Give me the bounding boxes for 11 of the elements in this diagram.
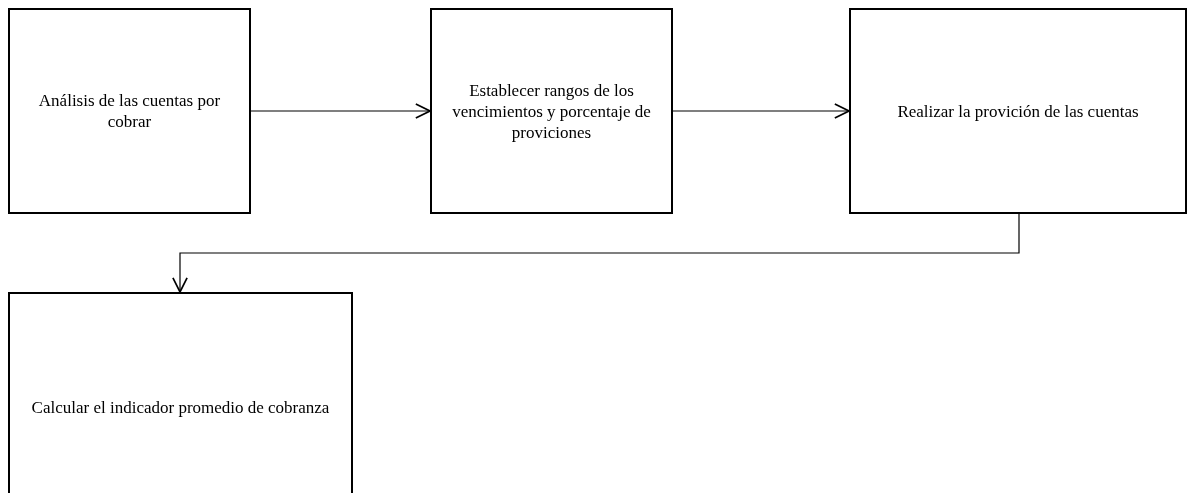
- process-box: [849, 8, 1187, 214]
- process-box: [430, 8, 673, 214]
- step-text: Establecer rangos de los vencimientos y porcentaje de proviciones: [451, 79, 652, 143]
- arrow: [250, 103, 431, 119]
- step-text: Realizar la provición de las cuentas: [896, 100, 1140, 122]
- arrow: [672, 103, 850, 119]
- step-text: Calcular el indicador promedio de cobranza: [30, 396, 331, 418]
- arrow: [172, 213, 1020, 293]
- process-box: [8, 8, 251, 214]
- process-box: [8, 292, 353, 493]
- step-text: Análisis de las cuentas por cobrar: [37, 90, 222, 132]
